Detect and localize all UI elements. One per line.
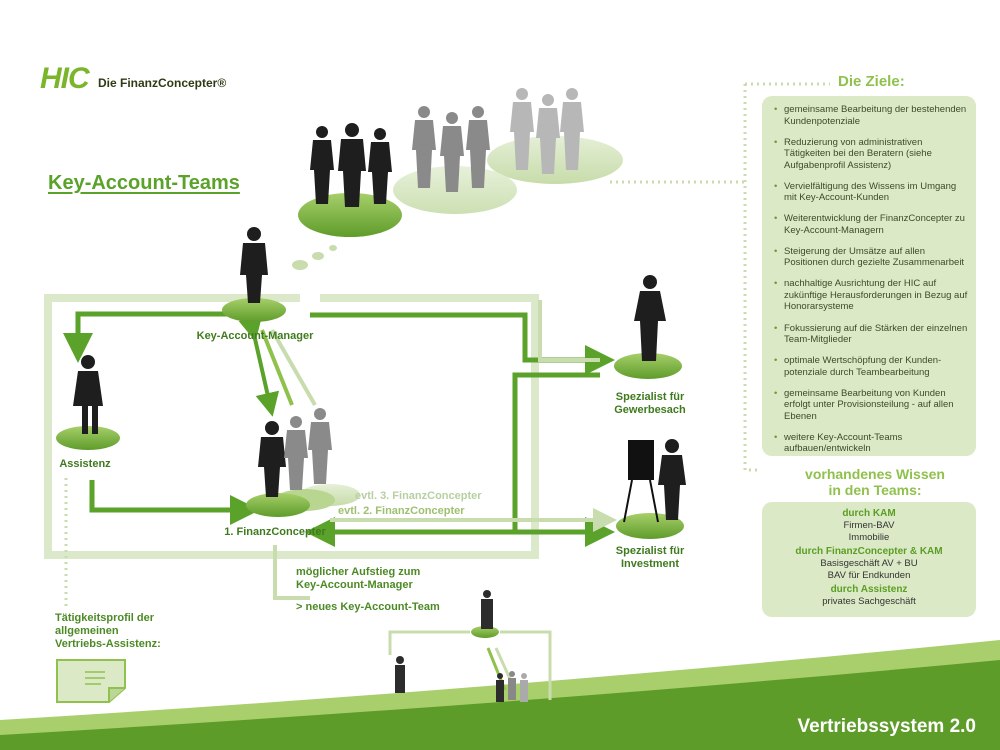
aufstieg-text: möglicher Aufstieg zum Key-Account-Manag…: [296, 566, 440, 613]
wissen-heading: vorhandenes Wissen in den Teams:: [805, 466, 945, 498]
label-kam: Key-Account-Manager: [196, 330, 314, 342]
wissen-group-head: durch Assistenz: [830, 584, 908, 595]
ziele-item: Fokussierung auf die Stärken der einzeln…: [774, 323, 968, 346]
gewerbe-disc: [614, 353, 682, 379]
wissen-line: privates Sachgeschäft: [822, 596, 916, 607]
outer-loop: [44, 294, 539, 559]
ziele-item: optimale Wertschöpfung der Kunden-potenz…: [774, 355, 968, 378]
label-fc3: evtl. 3. FinanzConcepter: [355, 490, 482, 502]
ziele-item: nachhaltige Ausrichtung der HIC auf zukü…: [774, 278, 968, 313]
document-icon: [56, 659, 126, 703]
taetigkeitsprofil-label: Tätigkeitsprofil der allgemeinen Vertrie…: [55, 612, 161, 650]
ziele-item: Steigerung der Umsätze auf allen Positio…: [774, 246, 968, 269]
kam-fc-arrows: [238, 315, 317, 417]
label-fc2: evtl. 2. FinanzConcepter: [338, 505, 465, 517]
ziele-item: weitere Key-Account-Teams aufbauen/entwi…: [774, 432, 968, 455]
ziele-item: Reduzierung von administrativen Tätigkei…: [774, 137, 968, 172]
label-spezialist-gewerbe: Spezialist für Gewerbesach: [614, 391, 686, 416]
green-arrows: [63, 311, 615, 547]
wissen-line: Immobilie: [848, 531, 890, 543]
person-silhouettes-light: [510, 88, 584, 174]
wissen-line: Firmen-BAV: [843, 520, 895, 531]
label-finanzconcepter: 1. FinanzConcepter: [224, 526, 326, 538]
person-silhouettes: [73, 123, 686, 523]
label-assistenz: Assistenz: [59, 458, 111, 470]
wissen-group-head: durch KAM: [842, 508, 896, 519]
ziele-box: gemeinsame Bearbeitung der bestehenden K…: [762, 96, 976, 456]
wissen-box: durch KAM Firmen-BAV Immobilie durch Fin…: [762, 502, 976, 617]
footer-title: Vertriebssystem 2.0: [797, 716, 976, 737]
ziele-item: Vervielfältigung des Wissens im Umgang m…: [774, 181, 968, 204]
mini-people: [395, 590, 528, 702]
logo-hic: HIC: [40, 62, 90, 95]
fc-disc: [246, 493, 310, 517]
ziele-item: gemeinsame Bearbeitung der bestehenden K…: [774, 104, 968, 127]
ziele-heading: Die Ziele:: [838, 73, 905, 90]
dotted-connectors: [64, 82, 830, 610]
ziele-item: Weiterentwicklung der FinanzConcepter zu…: [774, 213, 968, 236]
wissen-line: BAV für Endkunden: [827, 569, 911, 581]
thought-bubbles: [292, 245, 337, 270]
label-spezialist-invest: Spezialist für Investment: [615, 545, 685, 570]
page-title: Key-Account-Teams: [48, 172, 240, 194]
person-silhouettes-grey: [284, 106, 490, 490]
wissen-line: Basisgeschäft AV + BU: [820, 558, 918, 569]
ziele-item: gemeinsame Bearbeitung von Kunden erfolg…: [774, 388, 968, 423]
logo-subtitle: Die FinanzConcepter®: [98, 76, 227, 90]
kam-disc: [222, 298, 286, 322]
light-arrows: [273, 300, 617, 600]
assistenz-disc: [56, 426, 120, 450]
wissen-group-head: durch FinanzConcepter & KAM: [795, 546, 943, 557]
mini-team: [388, 630, 552, 700]
ziele-list: gemeinsame Bearbeitung der bestehenden K…: [762, 96, 976, 455]
